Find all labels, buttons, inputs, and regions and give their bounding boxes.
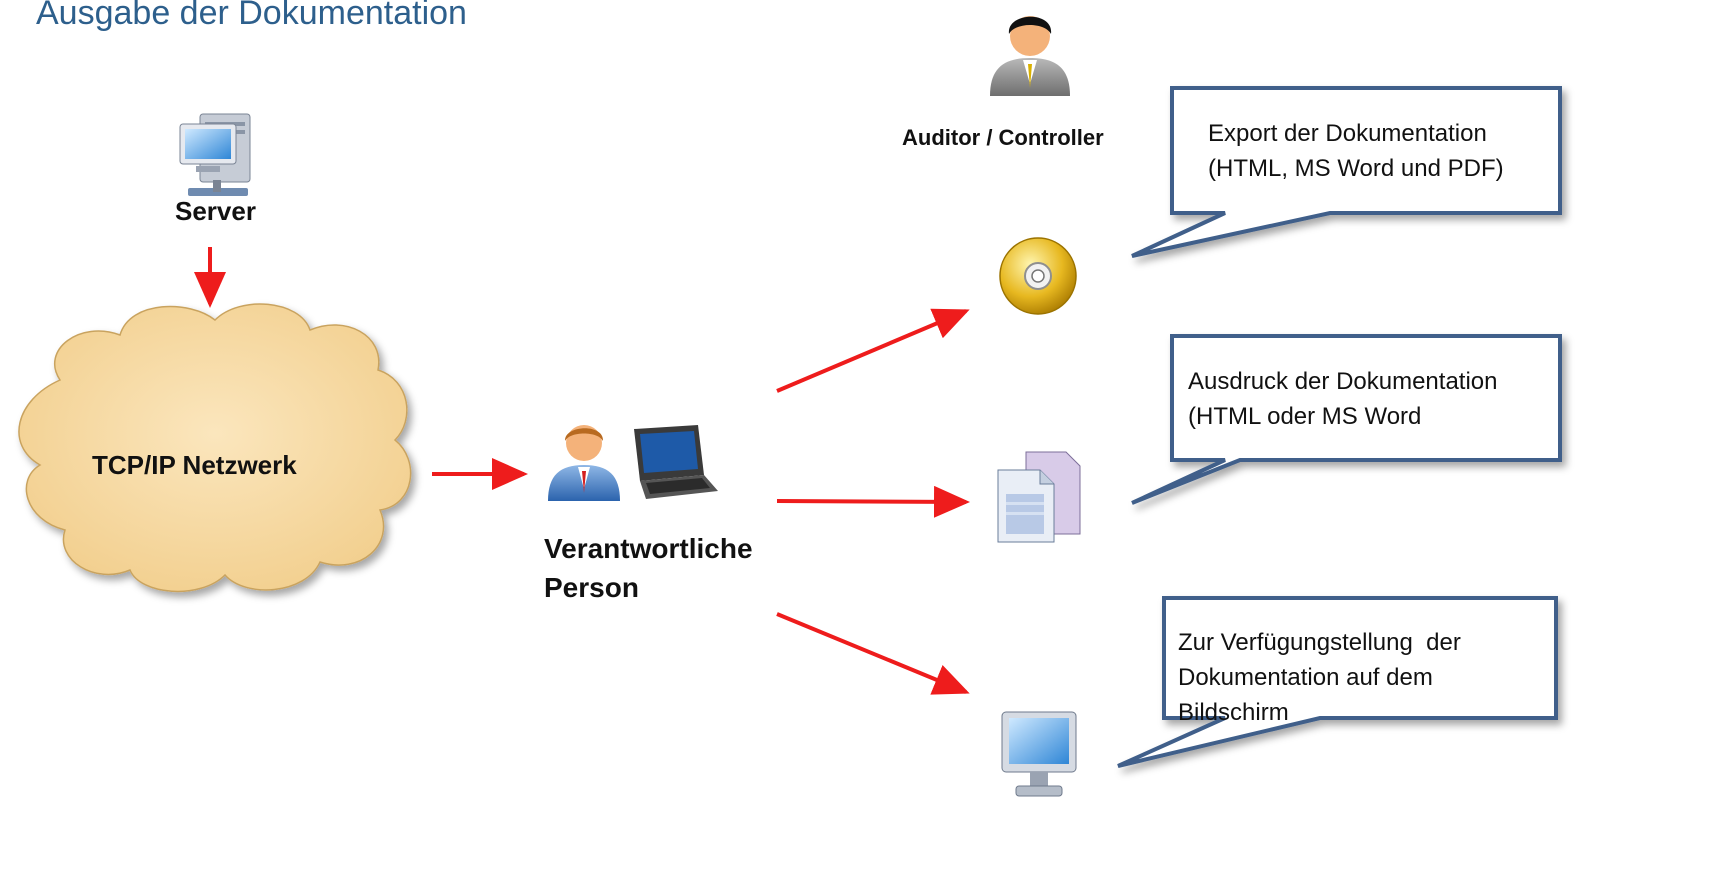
monitor-icon — [1001, 711, 1077, 797]
callout-print-line2: (HTML oder MS Word — [1188, 403, 1422, 430]
callout-export-line1: Export der Dokumentation — [1208, 120, 1487, 147]
auditor-person-icon — [990, 16, 1070, 96]
callout-export-text: Export der Dokumentation (HTML, MS Word … — [1208, 116, 1504, 186]
arrow-person-to-cd — [776, 308, 970, 393]
arrow-person-to-documents — [776, 485, 970, 518]
callout-screen-text: Zur Verfügungstellung der Dokumentation … — [1178, 625, 1461, 730]
callout-screen-line1: Zur Verfügungstellung der — [1178, 629, 1461, 656]
callout-print-line1: Ausdruck der Dokumentation — [1188, 368, 1498, 395]
server-label: Server — [175, 196, 256, 226]
callout-screen-line2: Dokumentation auf dem — [1178, 664, 1433, 691]
cd-disc-icon — [999, 237, 1077, 315]
person-label-line1: Verantwortliche — [544, 533, 753, 564]
callout-print-text: Ausdruck der Dokumentation (HTML oder MS… — [1188, 364, 1498, 434]
documents-icon — [997, 451, 1081, 543]
network-label: TCP/IP Netzwerk — [92, 450, 297, 480]
callout-print — [1131, 334, 1562, 505]
server-computer-icon — [179, 113, 251, 196]
callout-screen — [1117, 596, 1558, 768]
person-label-line2: Person — [544, 572, 639, 603]
callout-export — [1131, 86, 1562, 258]
page-title: Ausgabe der Dokumentation — [36, 0, 467, 32]
connector-arrows — [194, 247, 970, 695]
callout-screen-line3: Bildschirm — [1178, 699, 1289, 726]
callout-export-line2: (HTML, MS Word und PDF) — [1208, 155, 1504, 182]
businessman-icon — [548, 425, 620, 501]
network-cloud — [18, 303, 412, 593]
arrow-person-to-monitor — [776, 612, 970, 695]
laptop-icon — [634, 425, 718, 499]
auditor-label: Auditor / Controller — [902, 125, 1104, 150]
